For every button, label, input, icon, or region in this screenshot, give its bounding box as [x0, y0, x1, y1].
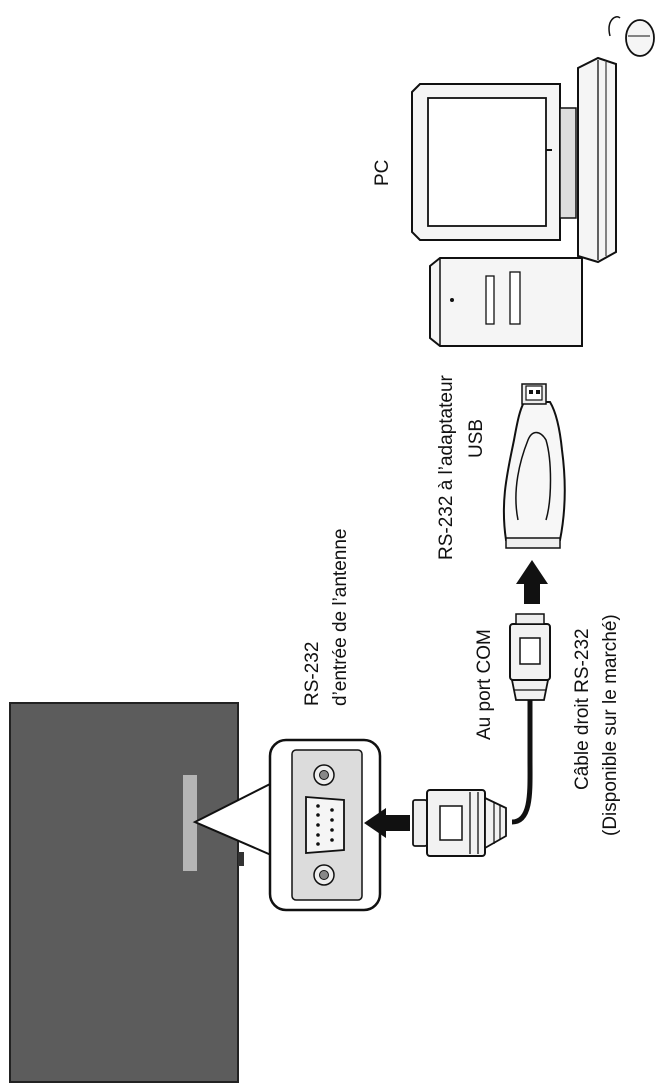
tv	[9, 702, 244, 1083]
rs232-cable	[412, 613, 551, 857]
usb-adapter	[502, 383, 566, 549]
adapter-body	[502, 401, 566, 541]
adapter-base	[505, 537, 561, 549]
db9-pins	[316, 804, 334, 846]
cable-label-line1: Câble droit RS-232	[572, 628, 593, 790]
monitor-stand	[559, 107, 577, 219]
cable-wire	[511, 700, 533, 825]
usb-plug-tip	[525, 385, 543, 401]
rs232-callout	[192, 738, 382, 912]
monitor-screen	[427, 97, 547, 227]
pc-tower	[429, 257, 583, 347]
cable-connector-com-end	[509, 613, 551, 701]
pc-mouse	[608, 16, 655, 57]
tv-rs232-port-slot	[183, 775, 197, 871]
cable-connector-tv-end	[412, 789, 507, 857]
com-port-label: Au port COM	[474, 629, 495, 740]
tv-stand-nub	[238, 852, 244, 866]
db9-connector-icon	[305, 796, 345, 854]
adapter-label-line1: RS-232 à l’adaptateur	[436, 375, 457, 560]
pc-monitor	[411, 83, 577, 241]
cable-label-line2: (Disponible sur le marché)	[600, 614, 621, 836]
pc-label: PC	[372, 159, 393, 186]
mouse-icon	[625, 19, 655, 57]
arrow-up-icon	[516, 560, 548, 604]
rs232-label-line2: d’entrée de l’antenne	[330, 528, 351, 706]
drive-slot-2	[509, 271, 521, 325]
arrow-left-icon	[364, 808, 410, 838]
pc-keyboard	[577, 56, 617, 264]
drive-slot-1	[485, 275, 495, 325]
rs232-label-line1: RS-232	[302, 641, 323, 706]
adapter-label-line2: USB	[466, 418, 487, 458]
tv-body	[9, 702, 239, 1083]
pc	[411, 16, 655, 347]
